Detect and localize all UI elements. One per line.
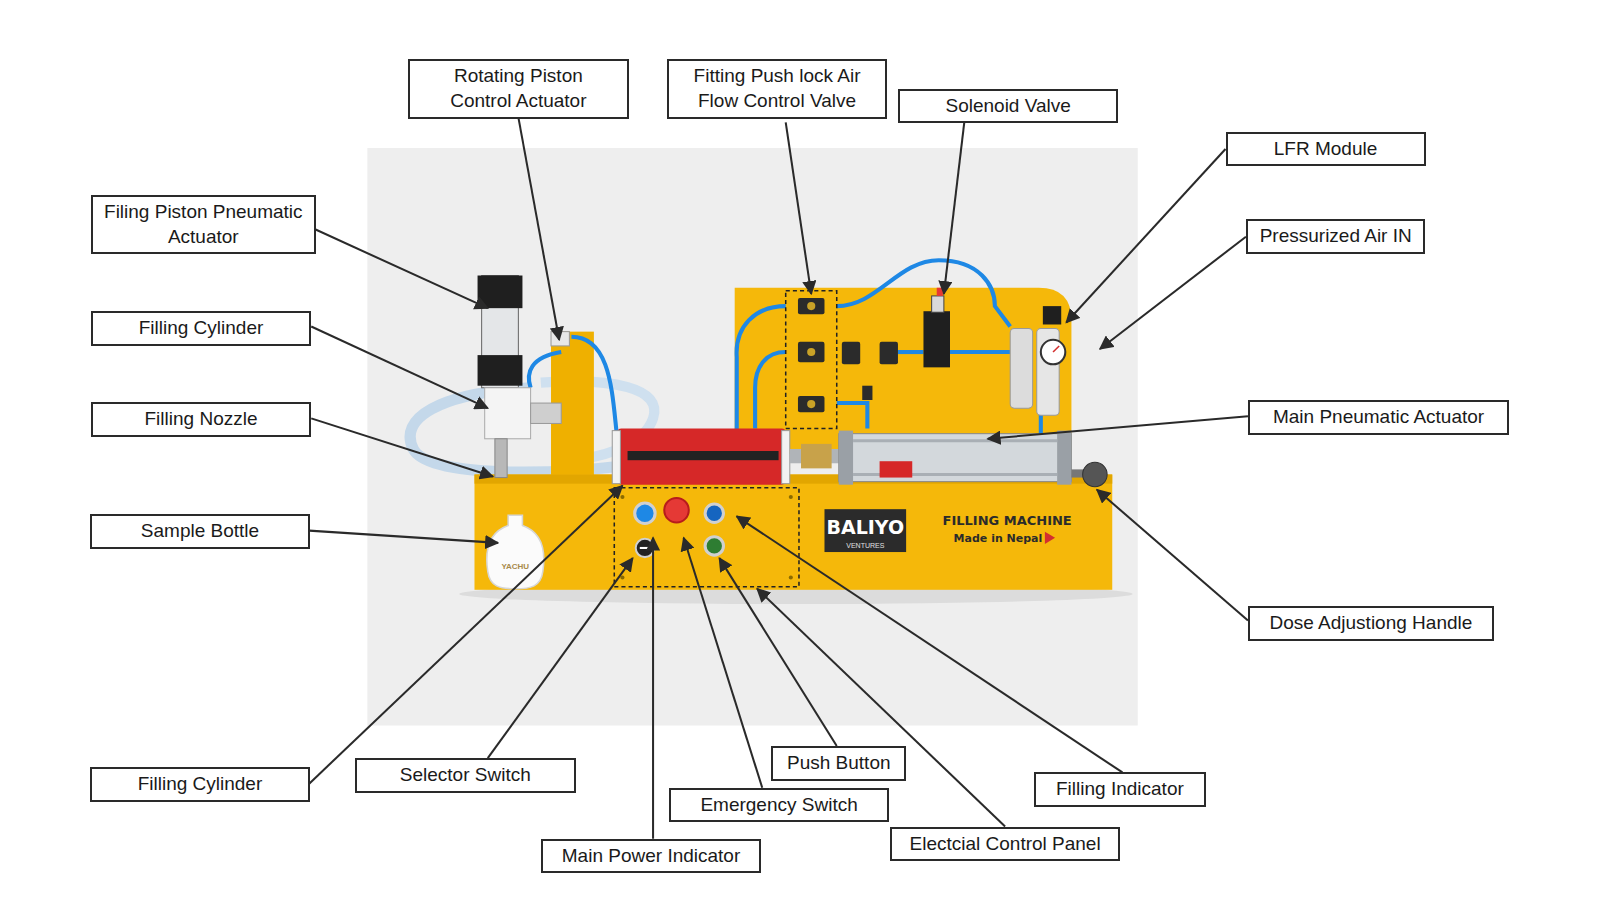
push-button — [705, 537, 723, 555]
callout-text: Filling Indicator — [1056, 777, 1184, 802]
flow-valves — [798, 298, 898, 412]
callout-text: Filling Cylinder — [139, 316, 264, 341]
callout-box: Fitting Push lock Air Flow Control Valve — [667, 59, 886, 118]
emergency-button — [664, 498, 688, 522]
callout-box: Main Pneumatic Actuator — [1248, 400, 1509, 435]
callout-text: LFR Module — [1274, 137, 1378, 162]
air-tubes — [529, 260, 1041, 454]
callout-box: Filling Indicator — [1034, 772, 1206, 807]
filling-lamp — [705, 504, 723, 522]
solenoid-coil — [932, 296, 944, 312]
actuator-cap — [478, 276, 523, 309]
callout-text: Filing Piston Pneumatic Actuator — [99, 200, 308, 249]
logo-plate — [824, 509, 906, 552]
filling-block — [485, 388, 531, 439]
callout-box: Sample Bottle — [90, 514, 310, 549]
callout-text: Emergency Switch — [700, 793, 857, 818]
callout-text: Filling Nozzle — [145, 407, 258, 432]
callout-text: Sample Bottle — [141, 519, 259, 544]
control-panel-box — [614, 488, 799, 587]
callout-text: Main Power Indicator — [562, 844, 740, 869]
callout-text: Main Pneumatic Actuator — [1273, 405, 1484, 430]
rotary-actuator — [551, 332, 569, 346]
callout-box: Push Button — [771, 746, 906, 781]
callout-box: Filling Cylinder — [91, 311, 311, 346]
actuator-cap — [839, 431, 853, 485]
callout-text: Fitting Push lock Air Flow Control Valve — [680, 64, 874, 113]
nepal-flag — [1045, 532, 1055, 544]
callout-text: Rotating Piston Control Actuator — [432, 64, 605, 113]
callout-text: Selector Switch — [400, 763, 531, 788]
cylinder-ring — [782, 431, 790, 484]
cylinder-slot — [628, 451, 779, 460]
machine-print: FILLING MACHINE — [943, 514, 1072, 527]
solenoid-valve — [923, 311, 950, 367]
cylinder-ring — [612, 431, 620, 484]
main-actuator — [839, 434, 1072, 482]
machine-print: YACHU — [501, 563, 529, 571]
tie-rod — [853, 439, 1057, 442]
gauge-needle — [1053, 346, 1059, 352]
rod-coupler — [801, 444, 832, 468]
machine-base — [474, 474, 1112, 589]
machine-print: Made in Nepal — [954, 532, 1043, 543]
callout-box: Pressurized Air IN — [1246, 219, 1426, 254]
machine-print: BALIYO — [826, 517, 904, 536]
callout-box: Selector Switch — [355, 758, 575, 793]
callout-box: Rotating Piston Control Actuator — [408, 59, 628, 118]
pressure-gauge — [1041, 340, 1065, 364]
power-indicator — [635, 503, 655, 523]
callout-box: Filing Piston Pneumatic Actuator — [91, 195, 316, 254]
callout-text: Electcial Control Panel — [910, 832, 1101, 857]
callout-text: Pressurized Air IN — [1260, 224, 1412, 249]
callout-box: LFR Module — [1226, 132, 1426, 167]
regulator-knob — [1043, 306, 1061, 324]
callout-box: Solenoid Valve — [898, 89, 1118, 124]
callout-box: Dose Adjustiong Handle — [1248, 606, 1494, 641]
machine-print: VENTURES — [846, 541, 884, 548]
solenoid-tab — [937, 288, 943, 296]
callout-box: Filling Cylinder — [90, 767, 310, 802]
selector-switch — [636, 539, 654, 557]
selector-grip — [640, 547, 650, 549]
red-cylinder — [617, 429, 785, 485]
valve-group-box — [786, 291, 837, 429]
callout-text: Filling Cylinder — [138, 772, 263, 797]
actuator-cap — [478, 355, 523, 386]
back-panel — [735, 288, 1072, 454]
callout-text: Solenoid Valve — [945, 94, 1070, 119]
callout-text: Push Button — [787, 751, 891, 776]
filling-nozzle — [495, 439, 507, 478]
sensor-bracket — [880, 461, 913, 477]
callout-box: Emergency Switch — [669, 788, 888, 823]
callout-box: Filling Nozzle — [91, 402, 311, 437]
callout-box: Electcial Control Panel — [890, 827, 1121, 862]
filter-bowl — [1010, 329, 1032, 409]
callout-box: Main Power Indicator — [541, 839, 761, 874]
valve-knobs — [807, 302, 815, 408]
actuator-cap — [1057, 431, 1071, 485]
leader-lines — [309, 117, 1248, 838]
callout-text: Dose Adjustiong Handle — [1270, 611, 1473, 636]
sample-bottle — [487, 515, 544, 588]
dose-handle — [1083, 462, 1107, 486]
inlet-fitting — [531, 403, 562, 423]
